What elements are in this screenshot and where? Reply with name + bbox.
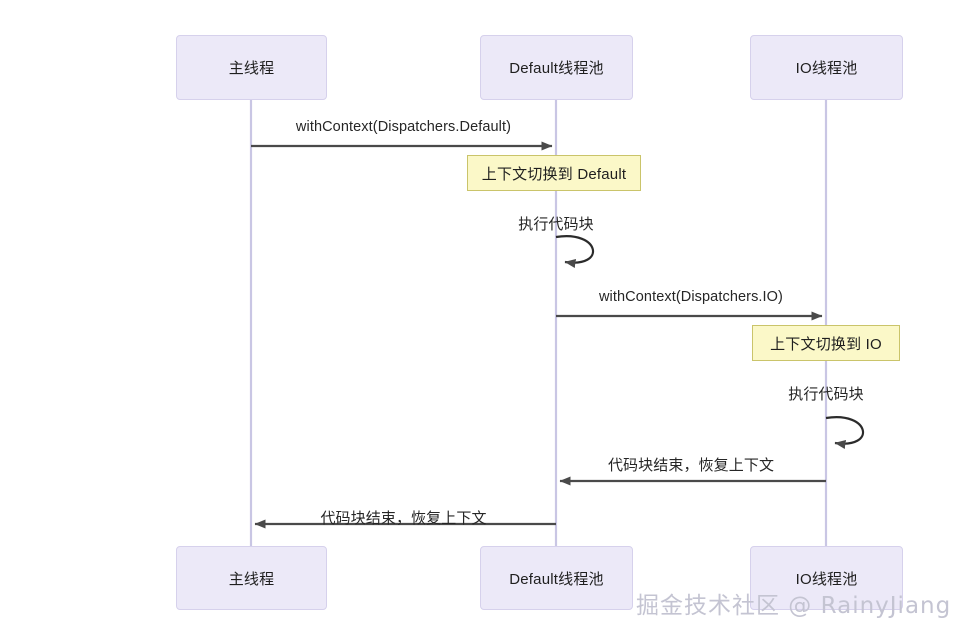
participant-label: Default线程池: [509, 570, 604, 588]
participant-label: IO线程池: [795, 570, 858, 588]
message-label-m5: 代码块结束，恢复上下文: [607, 457, 775, 474]
note-context-switch-io[interactable]: 上下文切换到 IO: [752, 325, 900, 361]
note-label: 上下文切换到 IO: [770, 335, 882, 353]
watermark: 掘金技术社区 @ RainyJiang: [636, 593, 952, 619]
message-label-m3: withContext(Dispatchers.IO): [598, 289, 783, 305]
message-arrow-m2: [555, 235, 594, 268]
participant-box-default-top[interactable]: Default线程池: [480, 35, 633, 100]
participant-box-main-bottom[interactable]: 主线程: [176, 546, 327, 610]
participant-box-io-top[interactable]: IO线程池: [750, 35, 903, 100]
message-label-m4: 执行代码块: [788, 386, 864, 403]
participant-label: 主线程: [228, 570, 275, 588]
message-arrow-m4: [825, 416, 864, 449]
note-label: 上下文切换到 Default: [481, 165, 627, 183]
note-context-switch-default[interactable]: 上下文切换到 Default: [467, 155, 641, 191]
message-label-m1: withContext(Dispatchers.Default): [295, 119, 512, 135]
participant-label: IO线程池: [795, 60, 858, 77]
participant-label: 主线程: [228, 60, 275, 77]
participant-box-default-bottom[interactable]: Default线程池: [480, 546, 633, 610]
message-label-m6: 代码块结束，恢复上下文: [320, 510, 487, 527]
message-label-m2: 执行代码块: [518, 216, 594, 233]
participant-label: Default线程池: [509, 60, 604, 77]
participant-box-io-bottom[interactable]: IO线程池: [750, 546, 903, 610]
participant-box-main-top[interactable]: 主线程: [176, 35, 327, 100]
